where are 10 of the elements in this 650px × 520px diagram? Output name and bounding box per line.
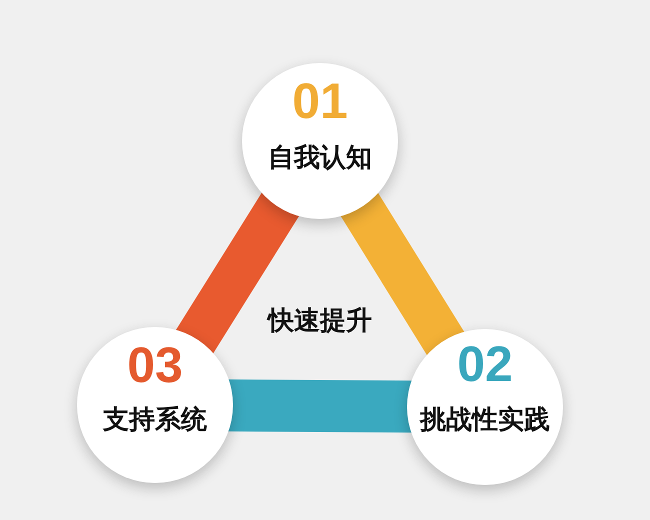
- step-number: 03: [127, 340, 183, 390]
- step-number: 01: [292, 76, 348, 126]
- step-title: 自我认知: [268, 143, 372, 173]
- center-label: 快速提升: [268, 306, 372, 336]
- band: [227, 379, 413, 433]
- step-number: 02: [457, 339, 513, 389]
- step-title: 挑战性实践: [420, 405, 550, 435]
- band: [175, 192, 300, 354]
- band: [340, 192, 465, 356]
- step-title: 支持系统: [103, 405, 207, 435]
